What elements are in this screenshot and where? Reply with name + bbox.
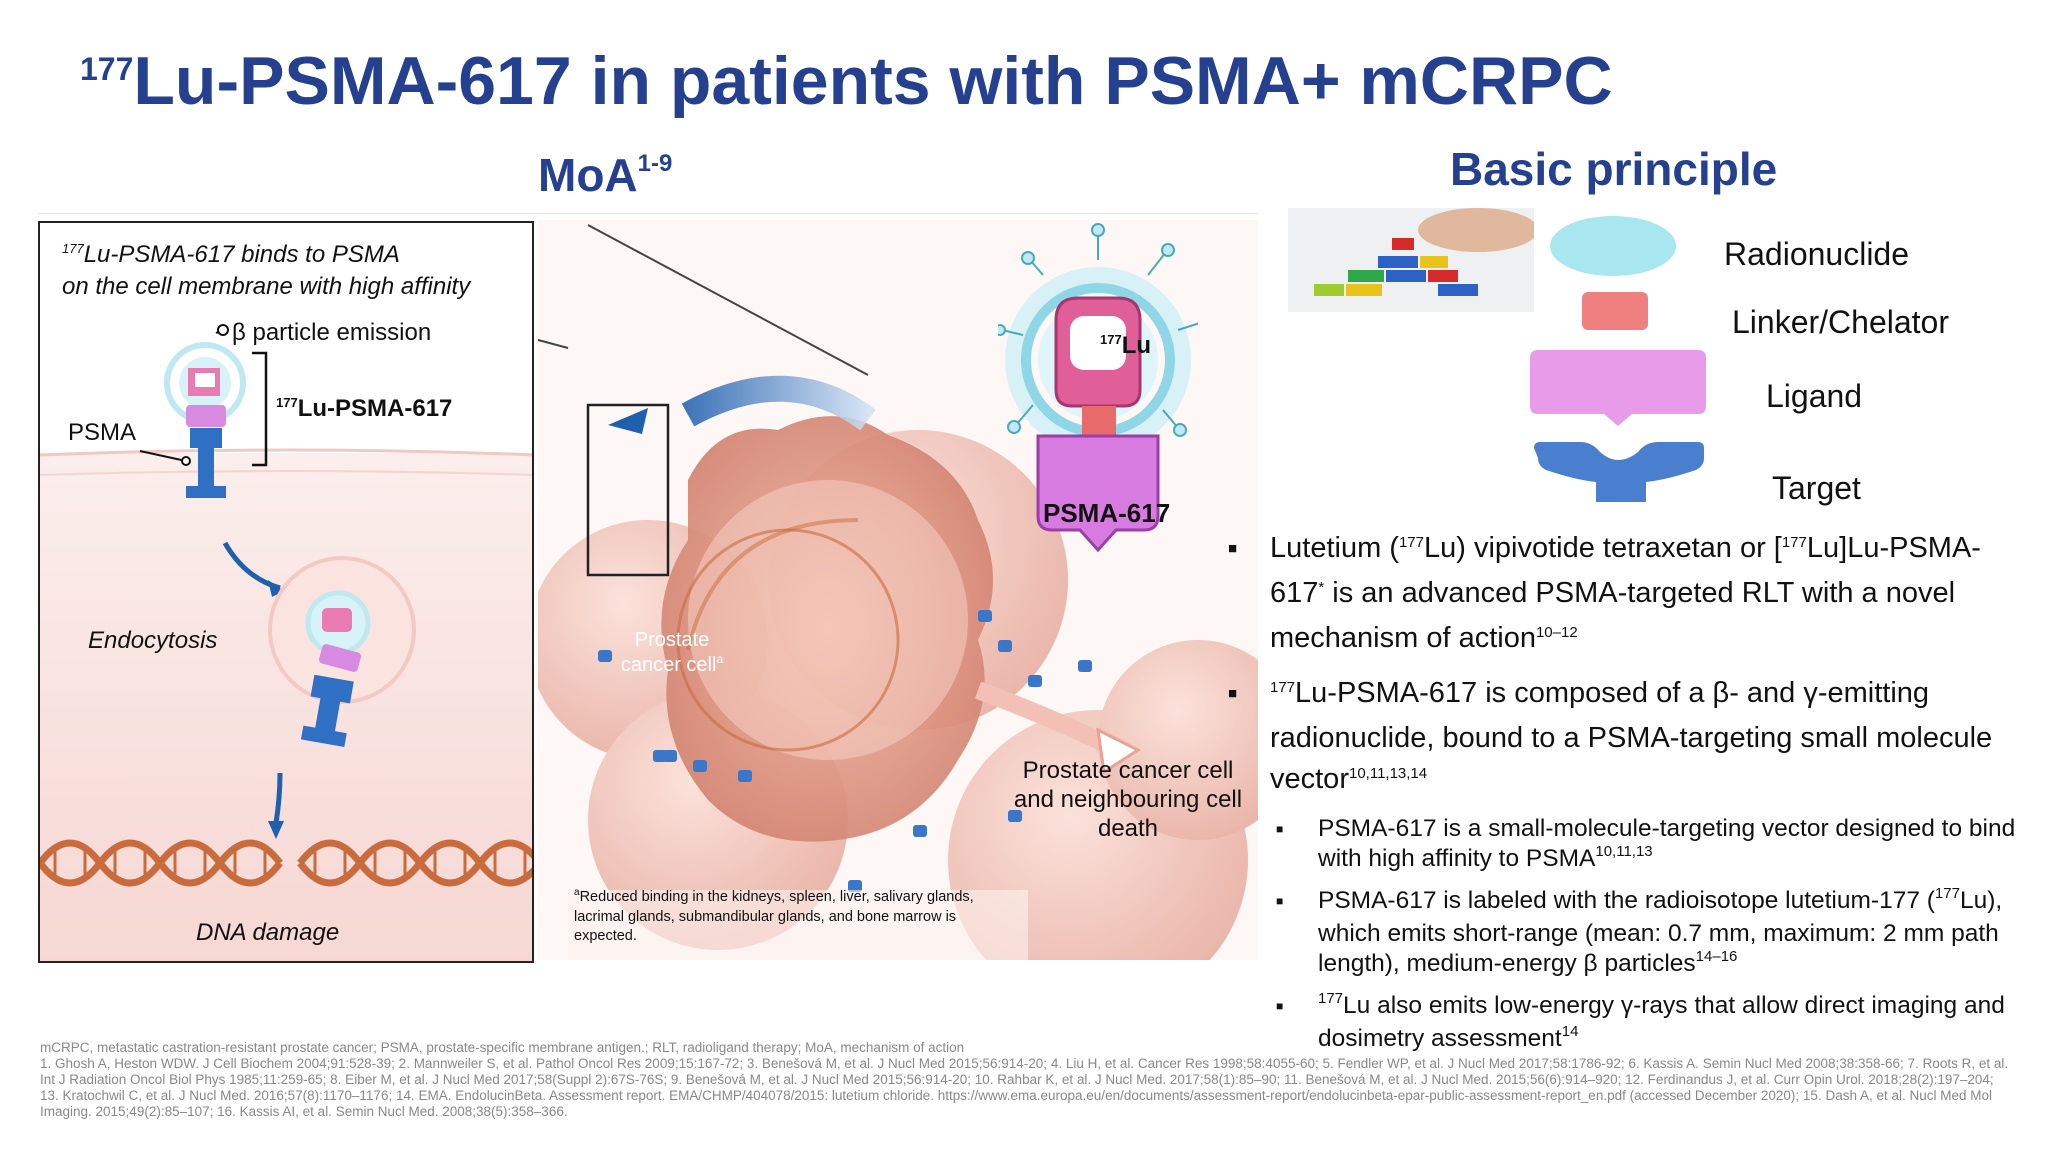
linker-shape (1582, 292, 1648, 330)
legend-radionuclide: Radionuclide (1724, 236, 1910, 272)
dna-damage-label: DNA damage (196, 919, 340, 946)
sub-bullet-item: PSMA-617 is a small-molecule-targeting v… (1228, 814, 2028, 877)
ligand-shape (1530, 350, 1706, 426)
sub-bullet-item: PSMA-617 is labeled with the radioisotop… (1228, 885, 2028, 982)
radionuclide-shape (1550, 216, 1676, 276)
footer-references: mCRPC, metastatic castration-resistant p… (40, 1040, 2010, 1120)
legend-target: Target (1772, 470, 1861, 506)
sub-bullet-item: 177Lu also emits low-energy γ-rays that … (1228, 990, 2028, 1057)
bullet-item: Lutetium (177Lu) vipivotide tetraxetan o… (1228, 528, 2028, 663)
binds-text-line2: on the cell membrane with high affinity (62, 273, 471, 300)
drug-label: 177Lu-PSMA-617 (276, 395, 453, 422)
legend-ligand: Ligand (1766, 378, 1863, 414)
cell-footnote: aReduced binding in the kidneys, spleen,… (574, 887, 974, 944)
psma-label: PSMA (68, 419, 137, 446)
page-title: 177Lu-PSMA-617 in patients with PSMA+ mC… (80, 43, 1613, 119)
footer-abbreviations: mCRPC, metastatic castration-resistant p… (40, 1040, 965, 1055)
moa-panel: 177Lu-PSMA-617 binds to PSMA on the cell… (38, 221, 534, 963)
beta-label: β particle emission (232, 319, 432, 346)
lego-photo (1288, 208, 1534, 312)
bullet-list: Lutetium (177Lu) vipivotide tetraxetan o… (1228, 528, 2028, 1066)
bullet-item: 177Lu-PSMA-617 is composed of a β- and γ… (1228, 673, 2028, 804)
basic-principle-heading: Basic principle (1450, 143, 1778, 195)
endocytosis-label: Endocytosis (88, 627, 218, 654)
divider (38, 213, 1258, 214)
big-psma-label: PSMA-617 (1043, 498, 1171, 528)
moa-heading: MoA1-9 (538, 149, 673, 201)
moa-panel-graphic (40, 324, 532, 961)
target-shape (1534, 442, 1704, 502)
big-lu-label: 177Lu (1100, 332, 1152, 359)
footer-refs: 1. Ghosh A, Heston WDW. J Cell Biochem 2… (40, 1056, 2009, 1119)
binds-text: 177Lu-PSMA-617 binds to PSMA (62, 241, 400, 268)
lu-psma-617-graphic (998, 223, 1198, 553)
internalized-drug-graphic (300, 590, 371, 748)
dna-helix-graphic (40, 839, 532, 887)
drug-on-membrane-graphic (164, 342, 246, 498)
legend-linker: Linker/Chelator (1732, 304, 1949, 340)
